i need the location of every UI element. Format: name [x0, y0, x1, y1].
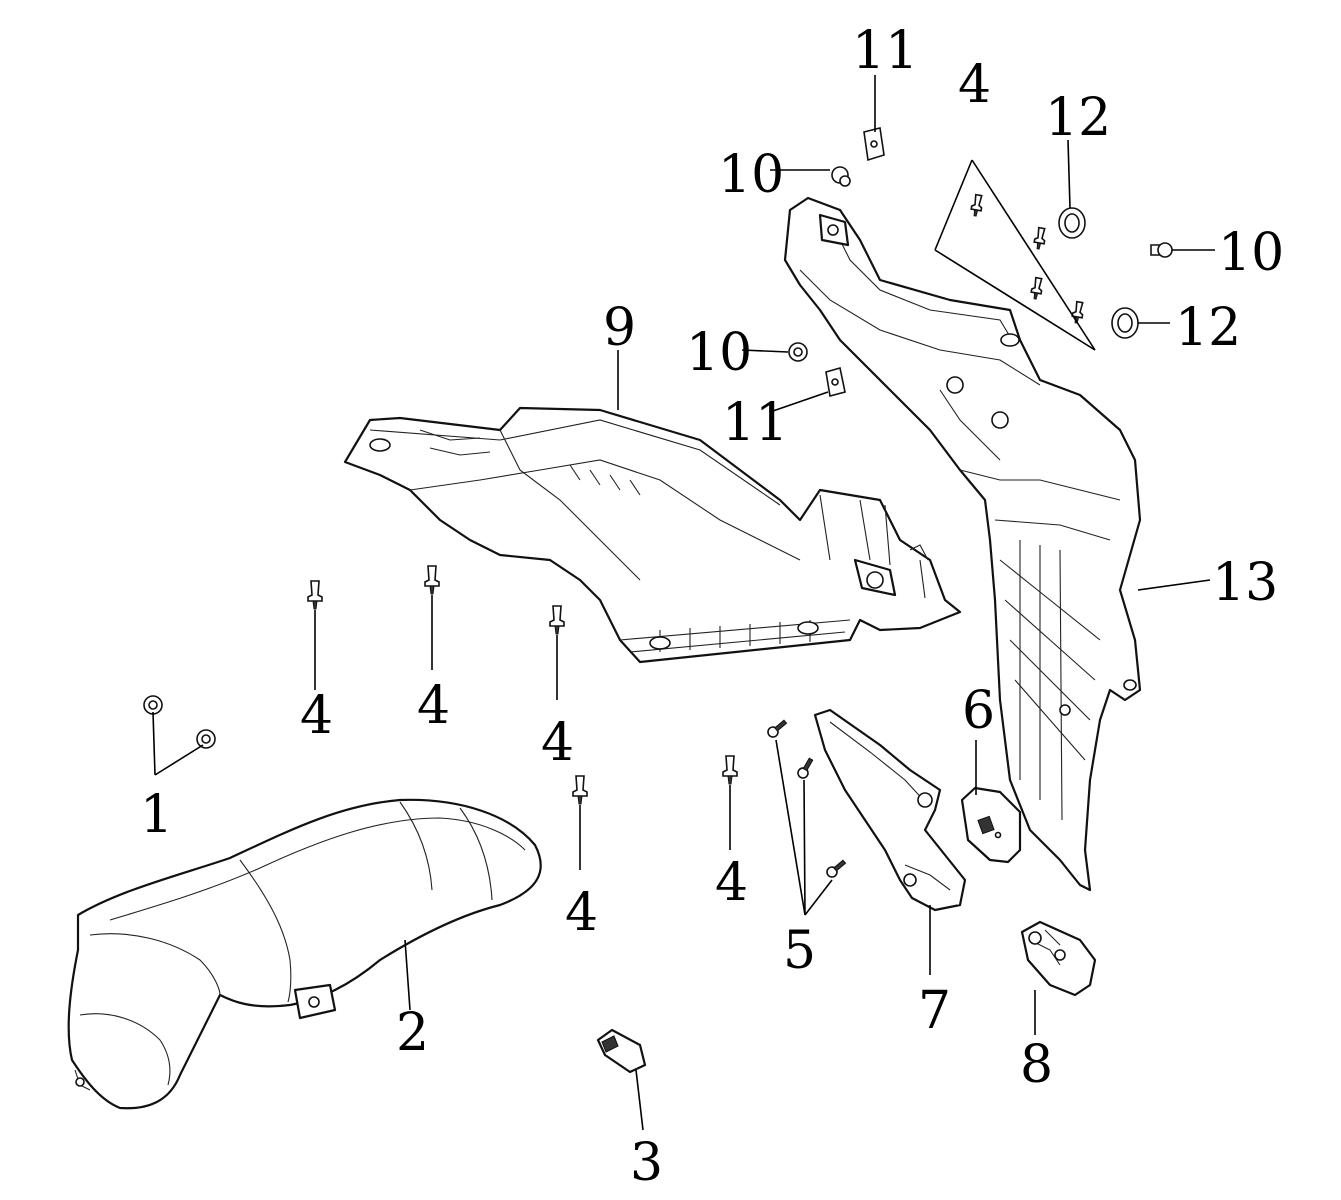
- part-7-side-bracket: [813, 708, 967, 912]
- label-9: 9: [603, 298, 636, 358]
- label-4c: 4: [541, 713, 574, 773]
- label-12a: 12: [1045, 88, 1111, 148]
- label-4a: 4: [300, 686, 333, 746]
- label-4b: 4: [417, 676, 450, 736]
- label-11b: 11: [722, 393, 788, 453]
- label-12b: 12: [1175, 298, 1241, 358]
- label-11a: 11: [852, 21, 918, 81]
- label-7: 7: [918, 981, 951, 1041]
- part-12-grommets: [1058, 207, 1139, 339]
- part-3-clip: [596, 1028, 647, 1074]
- part-5-screws: [767, 719, 847, 878]
- label-8: 8: [1020, 1035, 1053, 1095]
- label-10c: 10: [1218, 223, 1284, 283]
- label-3: 3: [630, 1133, 663, 1193]
- label-4d: 4: [565, 883, 598, 943]
- callout-labels: 1 2 3 4 4 4 4 4 4 5 6 7 8 9 10 10 10 11 …: [140, 21, 1284, 1193]
- label-6: 6: [962, 681, 995, 741]
- label-4f: 4: [958, 55, 991, 115]
- part-1-nuts: [143, 695, 216, 749]
- label-10a: 10: [718, 145, 784, 205]
- part-9-inner-tray: [343, 406, 962, 664]
- label-13: 13: [1212, 553, 1278, 613]
- label-4e: 4: [715, 853, 748, 913]
- part-6-reflector: [960, 786, 1022, 864]
- part-4-push-rivets: [307, 193, 1084, 805]
- part-10-bolts: [788, 166, 1173, 362]
- leader-lines: [152, 75, 1215, 1131]
- part-13-rear-frame: [783, 196, 1142, 892]
- label-10b: 10: [686, 323, 752, 383]
- part-11-clip-nuts: [825, 127, 885, 397]
- label-1: 1: [140, 785, 173, 845]
- part-8-license-light: [1020, 920, 1097, 997]
- part-2-rear-fender: [67, 798, 542, 1110]
- label-5: 5: [783, 921, 816, 981]
- label-2: 2: [396, 1003, 429, 1063]
